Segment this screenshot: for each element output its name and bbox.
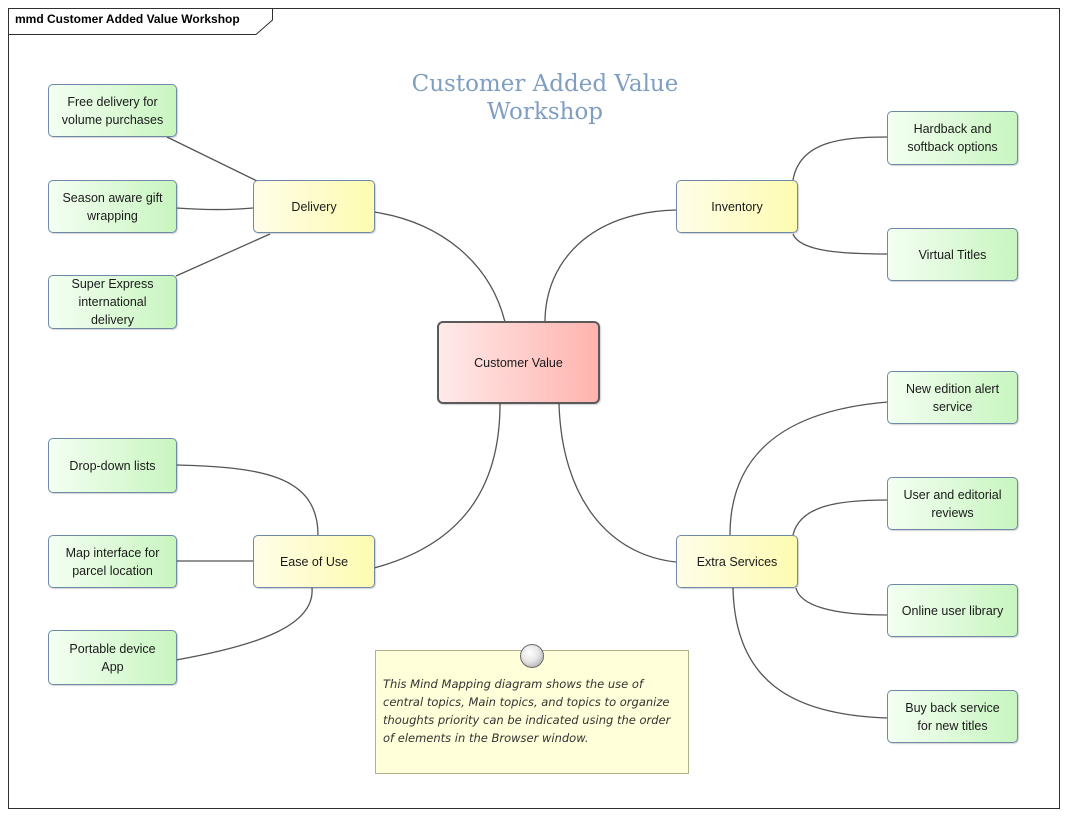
connector-extra-library [795,587,889,616]
topic-online-library[interactable]: Online user library [887,584,1018,637]
tab-shape [8,8,273,35]
topic-dropdown-lists[interactable]: Drop-down lists [48,438,177,493]
connector-inventory-virtual [792,233,889,255]
connector-central-delivery [373,211,506,323]
topic-hardback-options[interactable]: Hardback and softback options [887,111,1018,165]
topic-user-reviews[interactable]: User and editorial reviews [887,477,1018,530]
pin-icon [520,644,544,668]
connector-extra-alert [729,401,889,536]
connector-central-extra-services [558,403,677,563]
note-box[interactable]: This Mind Mapping diagram shows the use … [375,650,689,774]
topic-virtual-titles[interactable]: Virtual Titles [887,228,1018,281]
main-topic-ease-of-use[interactable]: Ease of Use [253,535,375,588]
topic-portable-app[interactable]: Portable device App [48,630,177,685]
connector-delivery-free [166,136,258,182]
topic-gift-wrapping[interactable]: Season aware gift wrapping [48,180,177,233]
connector-delivery-express [175,233,271,277]
connector-central-ease-of-use [373,403,501,569]
topic-free-delivery[interactable]: Free delivery for volume purchases [48,84,177,137]
topic-express-delivery[interactable]: Super Express international delivery [48,275,177,329]
central-topic[interactable]: Customer Value [437,321,600,404]
connector-central-inventory [544,209,677,323]
main-topic-inventory[interactable]: Inventory [676,180,798,233]
connector-ease-dropdown [175,464,319,536]
connector-inventory-hardback [792,136,889,181]
connector-extra-reviews [792,499,889,536]
connector-extra-buyback [732,587,889,719]
topic-edition-alert[interactable]: New edition alert service [887,371,1018,424]
connector-ease-app [175,587,313,661]
topic-buy-back-service[interactable]: Buy back service for new titles [887,690,1018,743]
connector-delivery-gift [175,207,254,211]
main-topic-extra-services[interactable]: Extra Services [676,535,798,588]
topic-map-interface[interactable]: Map interface for parcel location [48,535,177,588]
diagram-tab-label: mmd Customer Added Value Workshop [15,12,240,26]
main-topic-delivery[interactable]: Delivery [253,180,375,233]
diagram-title: Customer Added Value Workshop [411,71,679,125]
